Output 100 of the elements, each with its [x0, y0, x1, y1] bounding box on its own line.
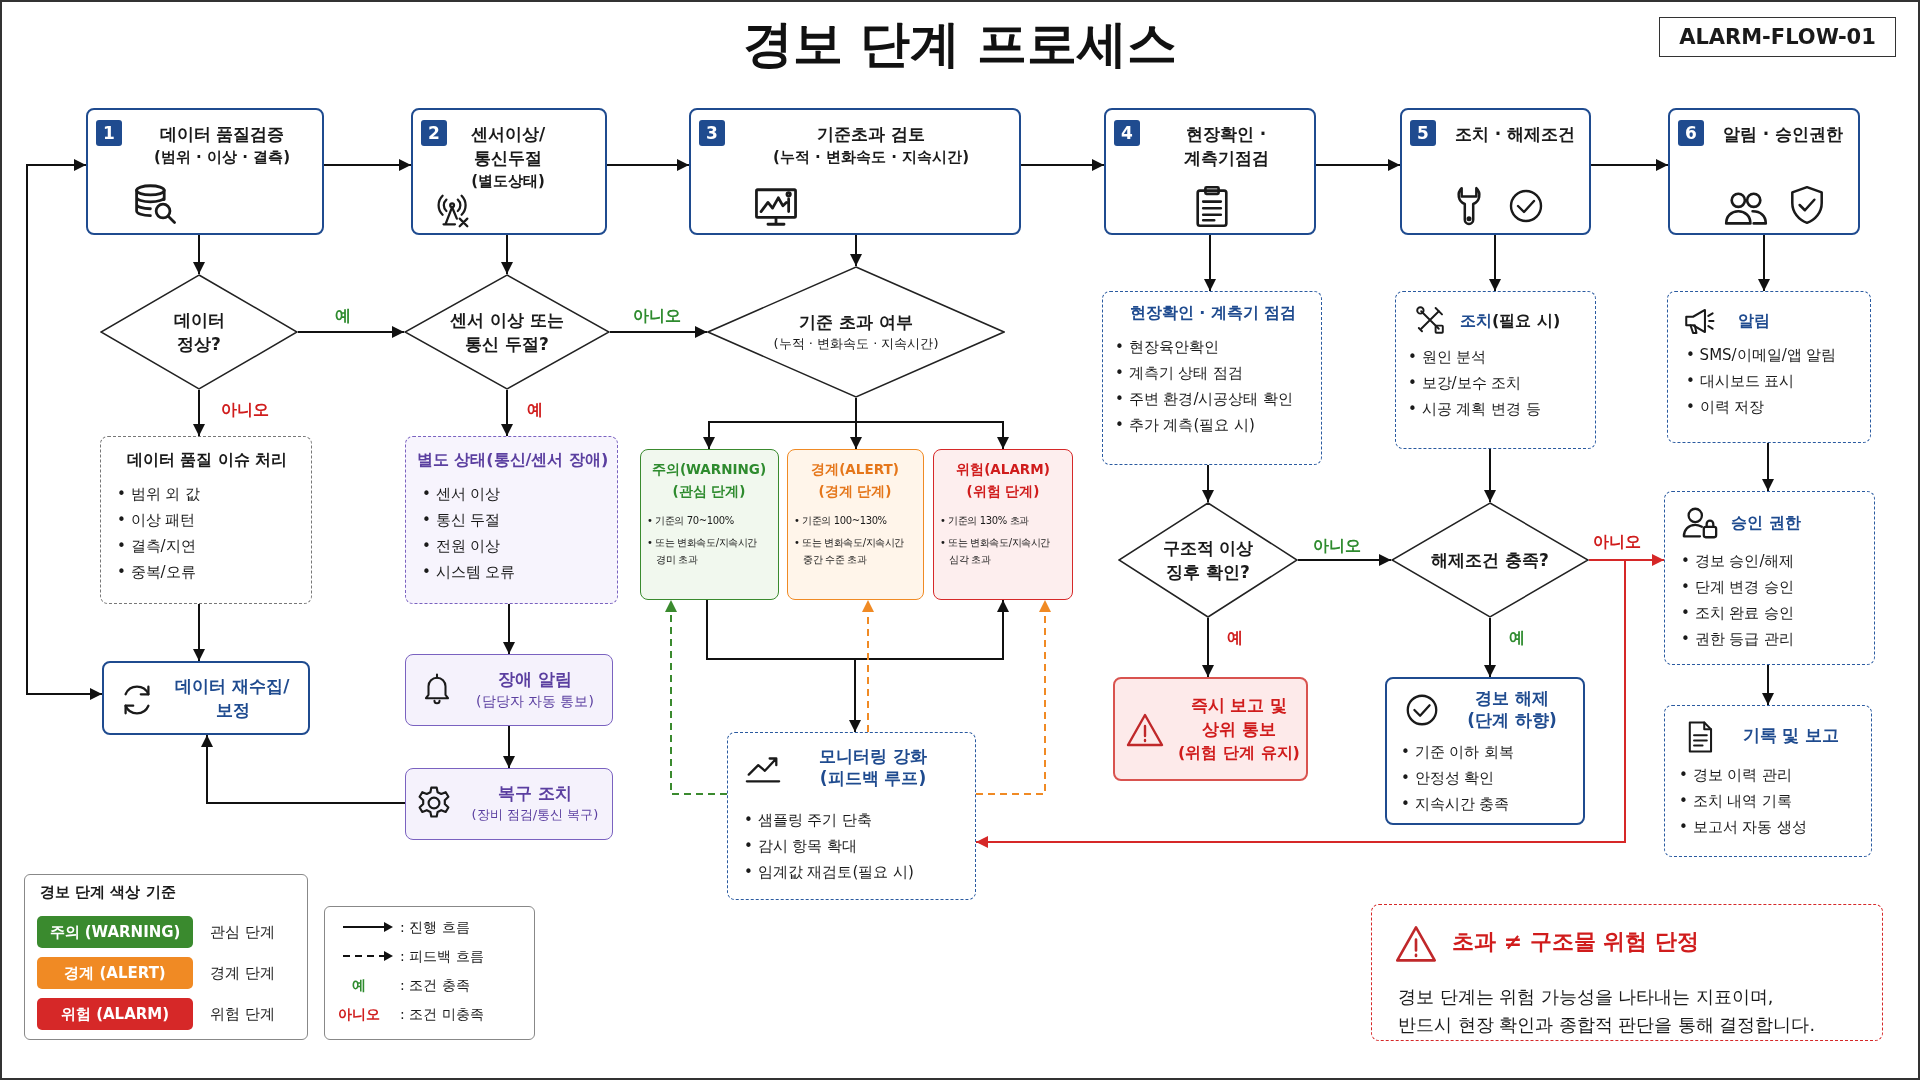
info-box	[787, 449, 924, 600]
info-box	[1385, 677, 1585, 825]
card-heading: 기록 및 보고	[1741, 724, 1841, 746]
info-box	[727, 732, 976, 900]
info-box	[1664, 491, 1875, 665]
list-item: • 안정성 확인	[1401, 768, 1496, 789]
step-number: 2	[421, 120, 447, 146]
info-box	[1664, 705, 1872, 857]
list-item: • 감시 항목 확대	[744, 836, 859, 857]
arrow	[1484, 448, 1496, 503]
info-box	[100, 436, 312, 604]
decision-text: 센서 이상 또는 통신 두절?	[449, 309, 565, 356]
process-box	[102, 661, 310, 735]
legend-text: 관심 단계	[210, 922, 276, 942]
swatch-label: 경계 (ALERT)	[64, 964, 166, 982]
card-heading: 경계(ALERT) (경계 단계)	[810, 460, 900, 501]
list-item: • 또는 변화속도/지속시간 경미 초과	[647, 536, 759, 567]
legend-text: 위험 단계	[210, 1004, 276, 1024]
step-number: 4	[1114, 120, 1140, 146]
arrow	[609, 326, 708, 338]
arrow	[1204, 234, 1216, 292]
arrow	[1202, 464, 1214, 503]
list-item: • 주변 환경/시공상태 확인	[1115, 389, 1295, 410]
list-item: • 기준의 70~100%	[647, 514, 735, 528]
list-item: • 센서 이상	[422, 484, 502, 505]
list-item: • 지속시간 충족	[1401, 794, 1511, 815]
list-item: • 원인 분석	[1408, 347, 1488, 368]
info-box	[405, 436, 618, 604]
note-text: 경보 단계는 위험 가능성을 나타내는 지표이며, 반드시 현장 확인과 종합적 판단을 통해 결정합니다.	[1398, 986, 1816, 1037]
feedback-arrow	[665, 599, 728, 795]
arrow	[26, 159, 103, 700]
card-heading: 모니터링 강화 (피드백 루프)	[818, 745, 928, 789]
step-number: 6	[1678, 120, 1704, 146]
arrow	[501, 389, 513, 437]
card-heading: 별도 상태(통신/센서 장애)	[415, 449, 610, 471]
feedback-arrow	[862, 599, 874, 733]
arrow	[193, 603, 205, 662]
decision-text: 데이터 정상?	[172, 309, 226, 356]
list-item: • 기준의 130% 초과	[940, 514, 1030, 528]
arrow	[606, 159, 690, 171]
step-box	[689, 108, 1021, 235]
decision-subtext: (누적 · 변화속도 · 지속시간)	[773, 335, 939, 353]
card-heading: 승인 권한	[1731, 512, 1802, 534]
step-title: 센서이상/ 통신두절	[469, 123, 547, 170]
arrow	[201, 734, 406, 804]
list-item: • 전원 이상	[422, 536, 502, 557]
arrow	[975, 559, 1626, 848]
card-heading: 조치(필요 시)	[1460, 310, 1562, 332]
arrow	[1489, 234, 1501, 292]
info-box	[1395, 291, 1596, 449]
step-box	[1104, 108, 1316, 235]
legend-key: 예	[352, 976, 392, 994]
card-heading: 현장확인 · 계측기 점검	[1128, 302, 1298, 324]
step-number: 1	[96, 120, 122, 146]
list-item: • 권한 등급 관리	[1681, 629, 1796, 650]
list-item: • 중복/오류	[117, 562, 197, 583]
list-item: • 시스템 오류	[422, 562, 517, 583]
legend-title: 경보 단계 색상 기준	[40, 883, 177, 901]
arrow	[193, 389, 205, 437]
list-item: • 조치 내역 기록	[1679, 791, 1794, 812]
step-box	[86, 108, 324, 235]
list-item: • 범위 외 값	[117, 484, 202, 505]
step-subtitle: (범위 · 이상 · 결측)	[153, 147, 291, 168]
arrow	[503, 603, 515, 655]
arrow	[193, 234, 205, 275]
card-heading: 주의(WARNING) (관심 단계)	[650, 460, 768, 501]
legend-text: : 조건 미충족	[400, 1005, 485, 1023]
list-item: • 보강/보수 조치	[1408, 373, 1523, 394]
step-subtitle: (누적 · 변화속도 · 지속시간)	[772, 147, 970, 168]
step-title: 데이터 품질검증	[158, 123, 286, 146]
list-item: • 추가 계측(필요 시)	[1115, 415, 1256, 436]
arrow	[706, 599, 861, 733]
swatch-label: 위험 (ALARM)	[60, 1005, 170, 1023]
card-heading: 알림	[1738, 310, 1771, 332]
list-item: • 임계값 재검토(필요 시)	[744, 862, 915, 883]
arrow	[1484, 617, 1496, 678]
card-heading: 경보 해제 (단계 하향)	[1466, 687, 1558, 731]
diagram-title: 경보 단계 프로세스	[741, 14, 1179, 75]
list-item: • 계측기 상태 점검	[1115, 363, 1245, 384]
arrow	[1202, 617, 1214, 678]
note-heading: 초과 ≠ 구조물 위험 단정	[1452, 931, 1701, 953]
list-item: • 기준의 100~130%	[794, 514, 888, 528]
process-box	[405, 654, 613, 726]
arrow	[1020, 159, 1105, 171]
info-box	[640, 449, 779, 600]
arrow	[850, 234, 862, 267]
list-item: • 현장육안확인	[1115, 337, 1220, 358]
arrow	[855, 397, 1009, 450]
step-title: 조치 · 해제조건	[1453, 123, 1577, 146]
list-item: • 결측/지연	[117, 536, 197, 557]
arrow	[1762, 442, 1774, 492]
list-item: • 통신 두절	[422, 510, 502, 531]
box-subtext: (장비 점검/통신 복구)	[470, 806, 600, 824]
list-item: • 경보 이력 관리	[1679, 765, 1794, 786]
box-text: 즉시 보고 및 상위 통보	[1189, 694, 1289, 741]
list-item: • 기준 이하 회복	[1401, 742, 1516, 763]
step-number: 5	[1410, 120, 1436, 146]
arrow	[1315, 159, 1401, 171]
list-item: • SMS/이메일/앱 알림	[1686, 345, 1838, 366]
step-box	[411, 108, 607, 235]
